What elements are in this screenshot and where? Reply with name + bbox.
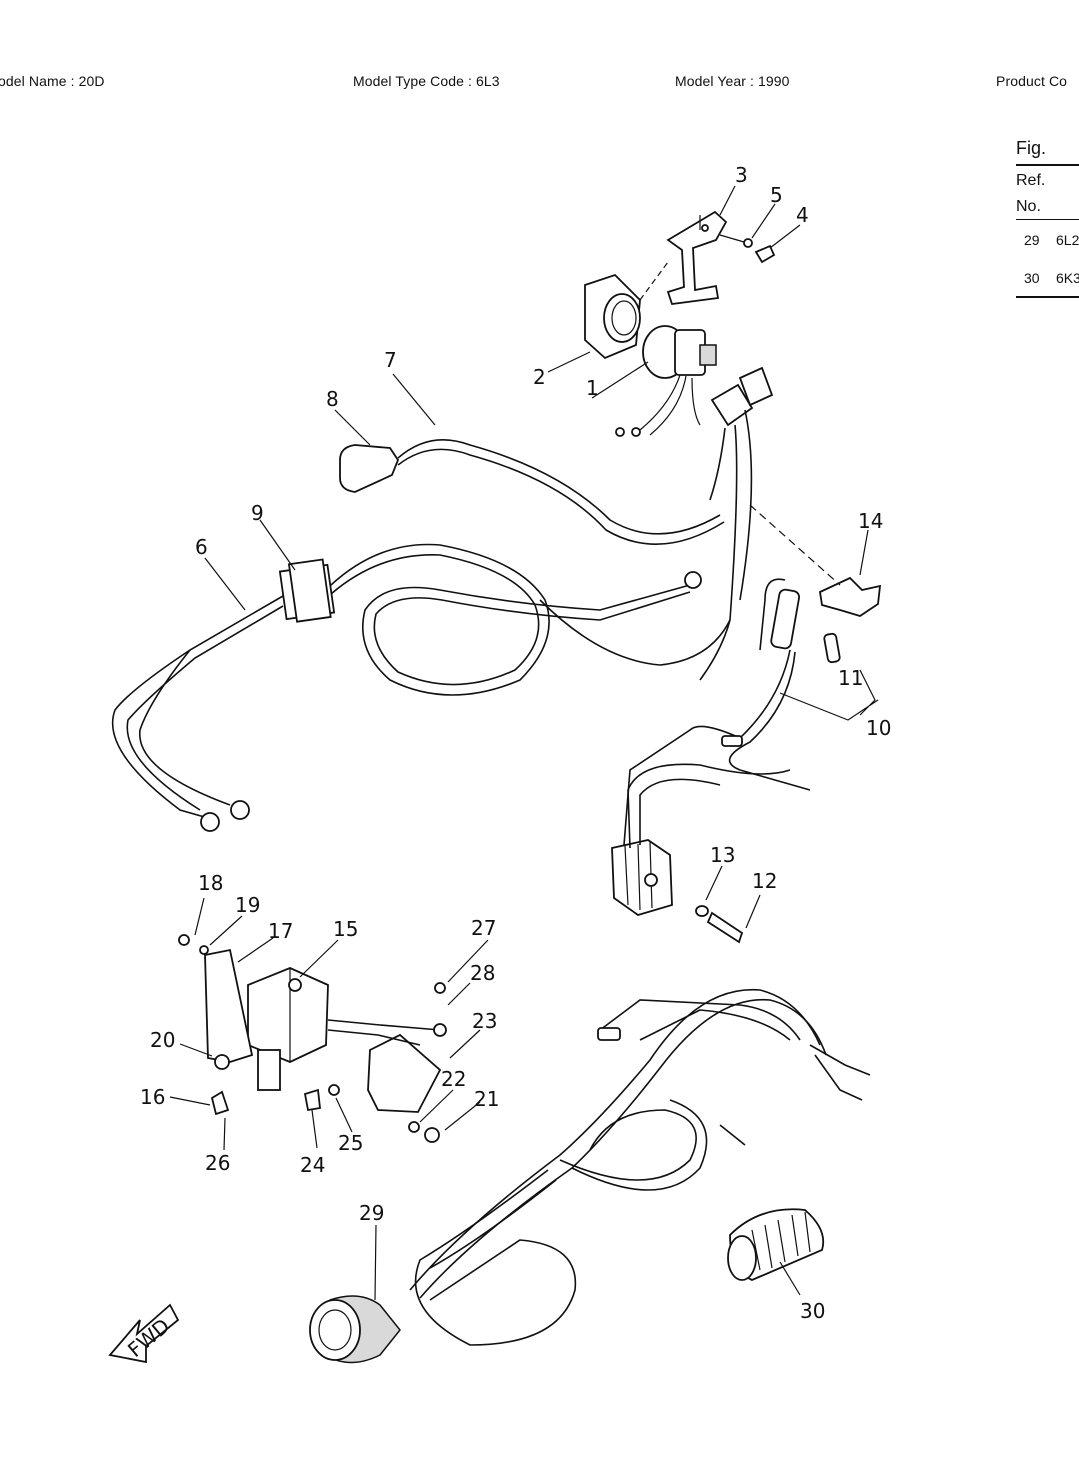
- callout-30: 30: [800, 1299, 825, 1323]
- callout-19: 19: [235, 893, 260, 917]
- callout-13: 13: [710, 843, 735, 867]
- callout-18: 18: [198, 871, 223, 895]
- forward-arrow-icon: FWD: [108, 1303, 180, 1364]
- callout-6: 6: [195, 535, 208, 559]
- fig-header: Fig.: [1016, 138, 1047, 158]
- bracket-part: [666, 210, 728, 305]
- fuse-holder: [621, 578, 841, 871]
- cable-part: [339, 439, 725, 545]
- callout-4: 4: [796, 203, 809, 227]
- battery-cable: [111, 543, 731, 832]
- callout-7: 7: [384, 348, 397, 372]
- callout-21: 21: [474, 1087, 499, 1111]
- table-row-part: 6K3: [1056, 270, 1079, 286]
- callout-29: 29: [359, 1201, 384, 1225]
- callout-3: 3: [735, 163, 748, 187]
- ref-header: Ref.: [1016, 172, 1046, 189]
- callout-2: 2: [533, 365, 546, 389]
- holder-part: [584, 261, 669, 360]
- model-name: odel Name : 20D: [0, 73, 105, 89]
- rectifier-part: [611, 763, 791, 944]
- model-year: Model Year : 1990: [675, 73, 790, 89]
- callout-9: 9: [251, 501, 264, 525]
- callout-25: 25: [338, 1131, 363, 1155]
- sleeve-part: [727, 1208, 825, 1281]
- callout-15: 15: [333, 917, 358, 941]
- leader-lines: [169, 185, 879, 1301]
- callouts: 1 2 3 4 5 6 7 8 9 10 11 12 13 14 15 16 1…: [140, 163, 891, 1323]
- callout-24: 24: [300, 1153, 325, 1177]
- relay-assembly: [178, 934, 447, 1143]
- table-row-ref: 29: [1024, 232, 1040, 248]
- callout-14: 14: [858, 509, 883, 533]
- callout-28: 28: [470, 961, 495, 985]
- product-code: Product Co: [996, 73, 1068, 89]
- callout-16: 16: [140, 1085, 165, 1109]
- callout-8: 8: [326, 387, 339, 411]
- callout-12: 12: [752, 869, 777, 893]
- main-harness: [309, 988, 871, 1364]
- screw-part: [719, 234, 776, 264]
- callout-10: 10: [866, 716, 891, 740]
- callout-23: 23: [472, 1009, 497, 1033]
- callout-17: 17: [268, 919, 293, 943]
- model-type-code: Model Type Code : 6L3: [353, 73, 500, 89]
- callout-26: 26: [205, 1151, 230, 1175]
- callout-20: 20: [150, 1028, 175, 1052]
- callout-5: 5: [770, 183, 783, 207]
- callout-22: 22: [441, 1067, 466, 1091]
- callout-1: 1: [586, 376, 599, 400]
- callout-27: 27: [471, 916, 496, 940]
- callout-11: 11: [838, 666, 863, 690]
- table-row-part: 6L2: [1056, 232, 1079, 248]
- no-header: No.: [1016, 198, 1041, 215]
- switch-part: [615, 325, 717, 437]
- clip-part: [749, 504, 882, 617]
- table-row-ref: 30: [1024, 270, 1040, 286]
- terminal-boot: [699, 366, 774, 681]
